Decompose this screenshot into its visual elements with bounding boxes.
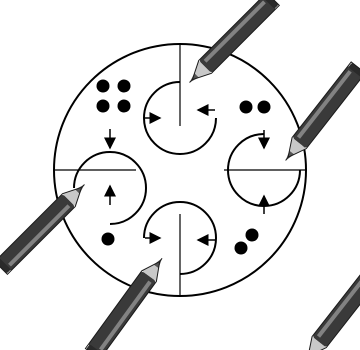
black-dot-icon — [258, 101, 271, 114]
pencil-icon — [299, 261, 360, 350]
black-dot-icon — [118, 80, 131, 93]
pencil-icon — [85, 253, 169, 350]
arrow-group — [110, 110, 264, 240]
bottom-right-dots — [235, 229, 259, 255]
top-left-dots — [97, 80, 131, 113]
pencil-icon — [0, 178, 91, 274]
top-right-dots — [240, 101, 271, 114]
black-dot-icon — [240, 101, 253, 114]
black-dot-icon — [118, 100, 131, 113]
black-dot-icon — [235, 242, 248, 255]
black-dot-icon — [246, 229, 259, 242]
black-dot-icon — [97, 80, 110, 93]
black-dot-icon — [97, 100, 110, 113]
pencil-icon — [279, 62, 360, 166]
bottom-left-dots — [102, 233, 115, 246]
black-dot-icon — [102, 233, 115, 246]
